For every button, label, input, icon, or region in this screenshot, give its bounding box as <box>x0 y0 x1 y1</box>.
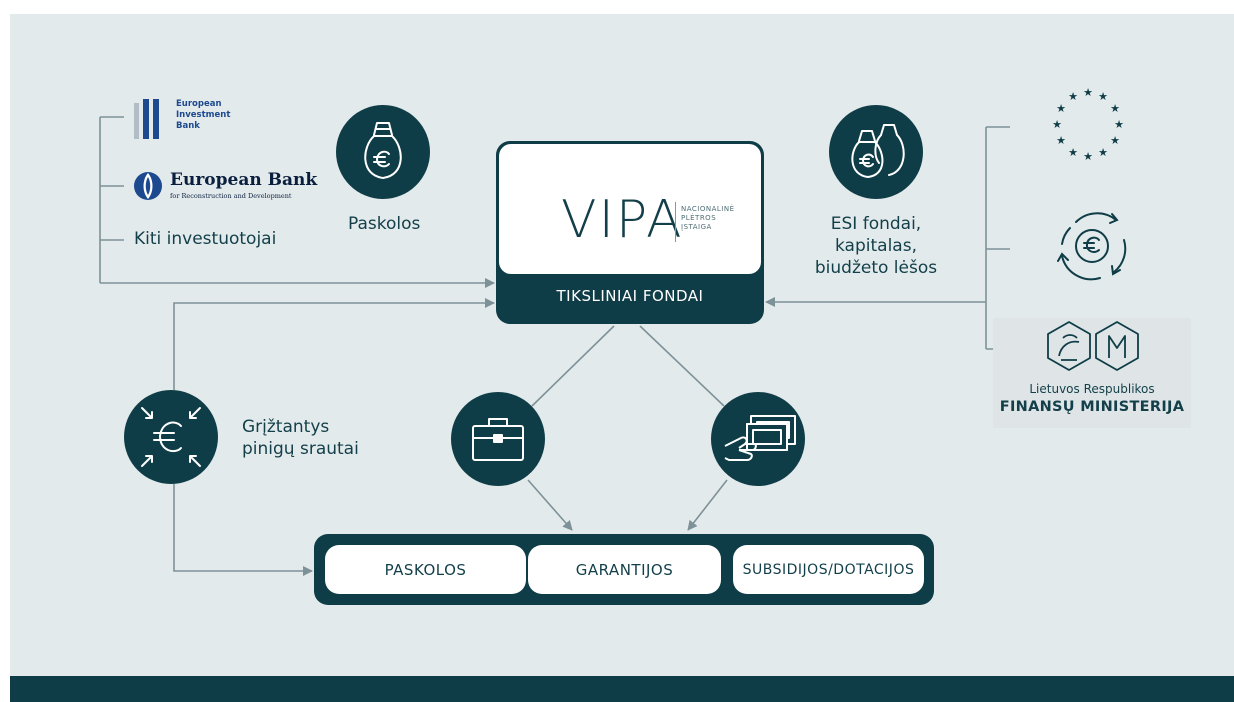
esi-label: ESI fondai, kapitalas, biudžeto lėšos <box>814 214 938 278</box>
outcome-subsidies: SUBSIDIJOS/DOTACIJOS <box>733 545 924 594</box>
svg-text:★: ★ <box>1114 118 1124 131</box>
footer-band <box>10 676 1234 702</box>
euro-cycle-icon <box>1057 212 1127 281</box>
vipa-card: VIPA NACIONALINĖ PLĖTROS ĮSTAIGA TIKSLIN… <box>496 141 764 324</box>
eib-name: European Investment Bank <box>176 99 231 131</box>
euro-arrows-icon <box>141 407 201 467</box>
ebrd-name: European Bank <box>170 170 318 190</box>
returning-icon-circle <box>124 390 218 484</box>
returning-label: Grįžtantys pinigų srautai <box>242 417 359 459</box>
svg-text:★: ★ <box>1083 150 1093 163</box>
vipa-tagline: NACIONALINĖ PLĖTROS ĮSTAIGA <box>681 205 735 231</box>
vipa-title: TIKSLINIAI FONDAI <box>556 287 704 305</box>
svg-text:★: ★ <box>1110 134 1120 147</box>
finance-ministry-logo: Lietuvos Respublikos FINANSŲ MINISTERIJA <box>993 318 1191 428</box>
eib-bars-icon <box>134 99 159 139</box>
two-money-bags-icon <box>851 124 905 178</box>
outcome-loans: PASKOLOS <box>325 545 526 594</box>
eu-stars-icon: ★ ★ ★ ★ ★ ★ ★ ★ ★ ★ ★ ★ <box>1052 86 1124 163</box>
vipa-wordmark: VIPA <box>561 190 684 250</box>
briefcase-icon-circle <box>451 392 545 486</box>
svg-text:★: ★ <box>1098 146 1108 159</box>
ebrd-emblem-icon <box>134 172 162 200</box>
other-investors-label: Kiti investuotojai <box>134 229 277 249</box>
briefcase-icon <box>472 418 524 461</box>
svg-text:★: ★ <box>1068 146 1078 159</box>
svg-text:★: ★ <box>1068 90 1078 103</box>
svg-text:★: ★ <box>1083 86 1093 99</box>
ministry-name: FINANSŲ MINISTERIJA <box>999 399 1185 415</box>
return-to-vipa-arrow <box>173 298 495 390</box>
vipa-separator <box>675 202 676 242</box>
ebrd-subtitle: for Reconstruction and Development <box>170 192 292 200</box>
svg-text:★: ★ <box>1098 90 1108 103</box>
return-to-outcomes-arrow <box>173 484 313 576</box>
eib-logo: European Investment Bank <box>132 97 242 145</box>
loans-icon-circle <box>336 105 430 199</box>
svg-text:★: ★ <box>1056 102 1066 115</box>
svg-text:★: ★ <box>1110 102 1120 115</box>
svg-text:★: ★ <box>1052 118 1062 131</box>
payment-icon-circle <box>711 392 805 486</box>
outcomes-bar: PASKOLOS GARANTIJOS SUBSIDIJOS/DOTACIJOS <box>314 534 934 605</box>
loans-label: Paskolos <box>348 214 421 234</box>
ebrd-logo: European Bank for Reconstruction and Dev… <box>130 170 317 204</box>
vipa-logo-area: VIPA NACIONALINĖ PLĖTROS ĮSTAIGA <box>499 144 761 274</box>
outcome-guarantees: GARANTIJOS <box>528 545 721 594</box>
ministry-emblem-icon <box>1047 321 1139 371</box>
ministry-country: Lietuvos Respublikos <box>1029 382 1155 396</box>
hand-banknote-icon <box>724 415 796 461</box>
svg-text:★: ★ <box>1056 134 1066 147</box>
money-bag-euro-icon <box>364 122 402 179</box>
esi-icon-circle <box>829 105 923 199</box>
